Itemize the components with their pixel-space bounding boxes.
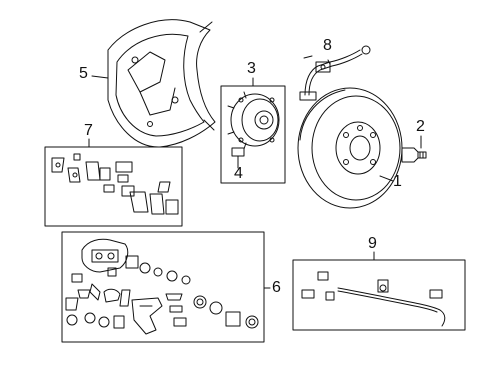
callout-4: 4	[234, 165, 243, 182]
callout-7: 7	[84, 122, 93, 139]
callout-1: 1	[393, 173, 402, 190]
splash-shield-icon	[107, 19, 216, 148]
callout-6: 6	[272, 279, 281, 296]
box-7	[44, 146, 183, 227]
callout-8: 8	[323, 37, 332, 54]
parking-brake-cable-icon	[301, 271, 446, 327]
callout-5: 5	[79, 65, 88, 82]
box-6	[61, 231, 265, 343]
callout-3: 3	[247, 60, 256, 77]
brake-hose-icon	[299, 45, 371, 101]
callout-9: 9	[368, 235, 377, 252]
hub-bolt-icon	[231, 147, 245, 164]
callout-2: 2	[416, 118, 425, 135]
wheel-hub-icon	[227, 91, 280, 150]
bolt-icon	[401, 147, 427, 163]
box-9	[292, 259, 466, 331]
brake-rotor-icon	[297, 87, 403, 209]
leader-8	[327, 59, 331, 65]
leader-5	[91, 75, 109, 79]
caliper-assembly-icon	[65, 238, 259, 335]
brake-pad-kit-icon	[51, 153, 179, 215]
leader-1	[379, 175, 394, 182]
